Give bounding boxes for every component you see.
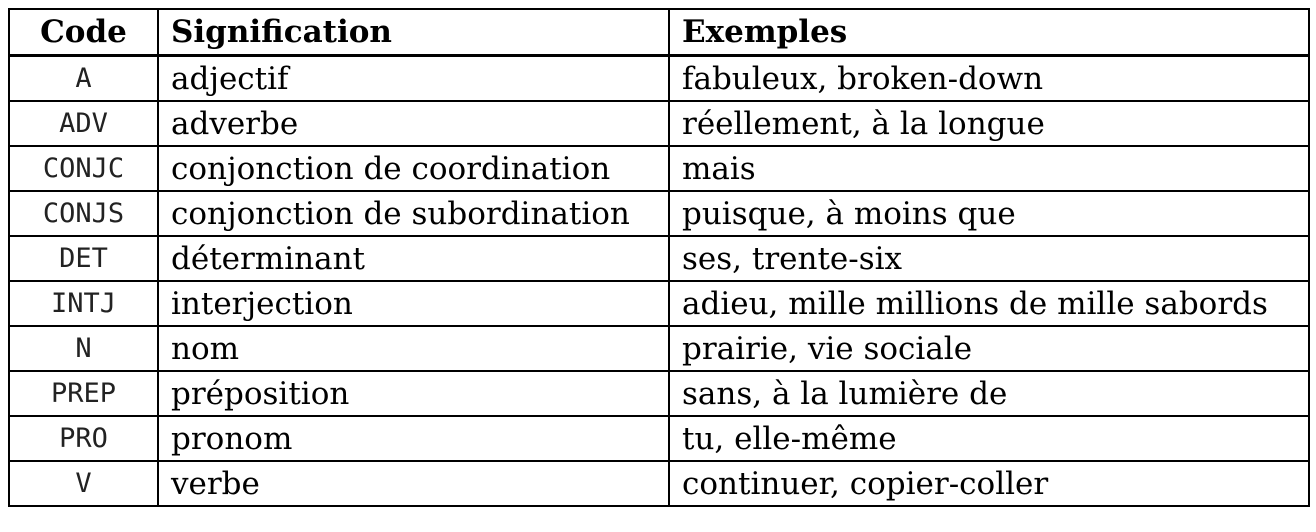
table-row: CONJS conjonction de subordination puisq…: [8, 190, 1310, 237]
code-cell: CONJS: [8, 190, 159, 237]
table-row: CONJC conjonction de coordination mais: [8, 145, 1310, 192]
table-row: ADV adverbe réellement, à la longue: [8, 100, 1310, 147]
examples-cell: sans, à la lumière de: [668, 370, 1310, 417]
code-cell: A: [8, 54, 159, 102]
examples-cell: ses, trente-six: [668, 235, 1310, 282]
meaning-cell: nom: [157, 325, 670, 372]
table-row: N nom prairie, vie sociale: [8, 325, 1310, 372]
column-header-code: Code: [8, 8, 159, 57]
meaning-cell: conjonction de coordination: [157, 145, 670, 192]
meaning-cell: verbe: [157, 460, 670, 507]
meaning-cell: adverbe: [157, 100, 670, 147]
pos-code-table: Code Signification Exemples A adjectif f…: [8, 8, 1310, 507]
code-cell: V: [8, 460, 159, 507]
code-cell: PRO: [8, 415, 159, 462]
code-cell: CONJC: [8, 145, 159, 192]
meaning-cell: pronom: [157, 415, 670, 462]
column-header-examples: Exemples: [668, 8, 1310, 57]
header-row: Code Signification Exemples: [8, 8, 1310, 57]
examples-cell: fabuleux, broken-down: [668, 54, 1310, 102]
code-cell: INTJ: [8, 280, 159, 327]
table-row: A adjectif fabuleux, broken-down: [8, 54, 1310, 102]
code-cell: DET: [8, 235, 159, 282]
table-header: Code Signification Exemples: [8, 8, 1310, 57]
table-row: PREP préposition sans, à la lumière de: [8, 370, 1310, 417]
table-row: DET déterminant ses, trente-six: [8, 235, 1310, 282]
examples-cell: continuer, copier-coller: [668, 460, 1310, 507]
meaning-cell: adjectif: [157, 54, 670, 102]
examples-cell: puisque, à moins que: [668, 190, 1310, 237]
table-row: V verbe continuer, copier-coller: [8, 460, 1310, 507]
examples-cell: réellement, à la longue: [668, 100, 1310, 147]
column-header-meaning: Signification: [157, 8, 670, 57]
table-row: INTJ interjection adieu, mille millions …: [8, 280, 1310, 327]
examples-cell: tu, elle-même: [668, 415, 1310, 462]
examples-cell: mais: [668, 145, 1310, 192]
table-body: A adjectif fabuleux, broken-down ADV adv…: [8, 54, 1310, 507]
meaning-cell: déterminant: [157, 235, 670, 282]
code-cell: PREP: [8, 370, 159, 417]
code-cell: ADV: [8, 100, 159, 147]
code-cell: N: [8, 325, 159, 372]
examples-cell: adieu, mille millions de mille sabords: [668, 280, 1310, 327]
meaning-cell: conjonction de subordination: [157, 190, 670, 237]
table-row: PRO pronom tu, elle-même: [8, 415, 1310, 462]
meaning-cell: interjection: [157, 280, 670, 327]
examples-cell: prairie, vie sociale: [668, 325, 1310, 372]
meaning-cell: préposition: [157, 370, 670, 417]
